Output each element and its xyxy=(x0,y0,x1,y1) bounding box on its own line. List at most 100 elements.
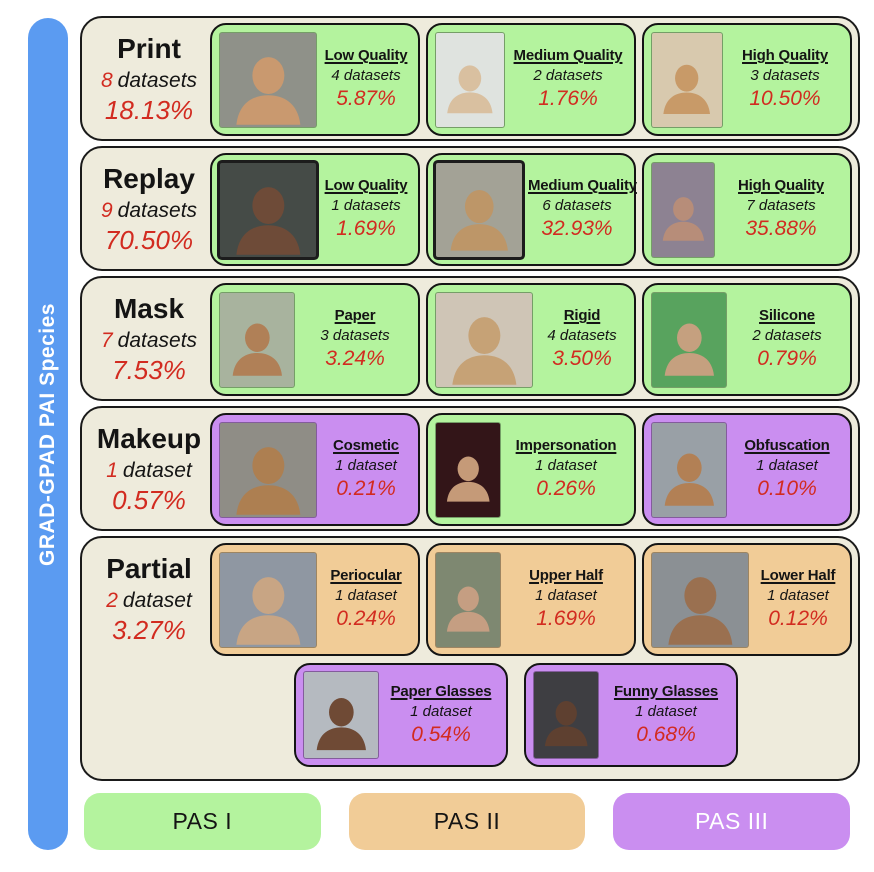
card-dataset-count: 1 dataset xyxy=(767,587,829,605)
legend-pas-iii: PAS III xyxy=(613,793,851,850)
card-dataset-count: 1 dataset xyxy=(756,457,818,475)
face-photo xyxy=(436,162,522,257)
face-photo xyxy=(652,292,726,387)
face-silhouette-icon xyxy=(663,64,711,114)
face-photo xyxy=(436,32,504,127)
card-percentage: 0.21% xyxy=(336,477,396,501)
card-percentage: 1.76% xyxy=(538,87,598,111)
row-percentage: 3.27% xyxy=(112,614,186,645)
row-title: Replay xyxy=(103,163,195,195)
card-dataset-count: 6 datasets xyxy=(542,197,612,215)
face-silhouette-icon xyxy=(446,586,490,632)
face-photo xyxy=(220,32,316,127)
card-title: Cosmetic xyxy=(333,437,399,455)
row-count-number: 1 xyxy=(106,458,118,482)
row-count-number: 2 xyxy=(106,588,118,612)
card-title: Low Quality xyxy=(324,47,408,65)
face-silhouette-icon xyxy=(236,446,300,515)
card-dataset-count: 4 datasets xyxy=(547,327,617,345)
face-silhouette-icon xyxy=(236,186,300,255)
card-dataset-count: 3 datasets xyxy=(750,67,820,85)
card-title: Rigid xyxy=(563,307,601,325)
card-percentage: 0.26% xyxy=(536,477,596,501)
card-percentage: 1.69% xyxy=(536,607,596,631)
face-photo xyxy=(436,552,500,647)
row-count-label: datasets xyxy=(117,198,198,222)
face-photo xyxy=(436,422,500,517)
pai-card-makeup-impersonation: Impersonation 1 dataset 0.26% xyxy=(426,413,636,526)
face-photo xyxy=(652,552,748,647)
pas-legend: PAS I PAS II PAS III xyxy=(84,793,851,850)
face-photo xyxy=(220,292,294,387)
card-dataset-count: 7 datasets xyxy=(746,197,816,215)
card-dataset-count: 1 dataset xyxy=(535,457,597,475)
row-percentage: 18.13% xyxy=(104,94,194,125)
legend-pas-ii: PAS II xyxy=(348,793,586,850)
row-title: Partial xyxy=(106,553,192,585)
row-title: Mask xyxy=(113,293,185,325)
card-dataset-count: 1 dataset xyxy=(335,457,397,475)
face-silhouette-icon xyxy=(544,701,588,747)
row-percentage: 70.50% xyxy=(104,224,194,255)
pai-card-makeup-obfuscation: Obfuscation 1 dataset 0.10% xyxy=(642,413,852,526)
card-percentage: 0.79% xyxy=(757,347,817,371)
face-silhouette-icon xyxy=(452,316,516,385)
face-silhouette-icon xyxy=(664,323,714,376)
row-count-number: 7 xyxy=(100,328,113,352)
face-silhouette-icon xyxy=(446,456,490,502)
card-dataset-count: 2 datasets xyxy=(752,327,822,345)
card-percentage: 10.50% xyxy=(749,87,821,111)
card-title: Paper Glasses xyxy=(390,682,492,700)
card-title: Upper Half xyxy=(529,567,603,585)
card-title: High Quality xyxy=(738,177,824,195)
face-photo xyxy=(304,672,378,758)
card-dataset-count: 1 dataset xyxy=(335,587,397,605)
row-count-label: datasets xyxy=(117,68,198,92)
card-title: Lower Half xyxy=(760,567,836,585)
face-silhouette-icon xyxy=(236,576,300,645)
face-photo xyxy=(652,422,726,517)
card-percentage: 0.54% xyxy=(411,722,471,746)
row-percentage: 0.57% xyxy=(112,484,186,515)
row-percentage: 7.53% xyxy=(112,354,186,385)
face-silhouette-icon xyxy=(232,323,282,376)
card-title: Obfuscation xyxy=(744,437,830,455)
card-title: Medium Quality xyxy=(528,177,637,195)
card-title: Silicone xyxy=(759,307,815,325)
pai-card-makeup-cosmetic: Cosmetic 1 dataset 0.21% xyxy=(210,413,420,526)
row-count-label: dataset xyxy=(122,588,192,612)
face-silhouette-icon xyxy=(668,576,732,645)
card-percentage: 0.10% xyxy=(757,477,817,501)
card-percentage: 35.88% xyxy=(745,217,817,241)
card-title: Impersonation xyxy=(515,437,617,455)
card-dataset-count: 4 datasets xyxy=(331,67,401,85)
row-count-number: 9 xyxy=(100,198,113,222)
face-photo xyxy=(220,552,316,647)
card-percentage: 0.68% xyxy=(636,722,696,746)
card-dataset-count: 3 datasets xyxy=(320,327,390,345)
